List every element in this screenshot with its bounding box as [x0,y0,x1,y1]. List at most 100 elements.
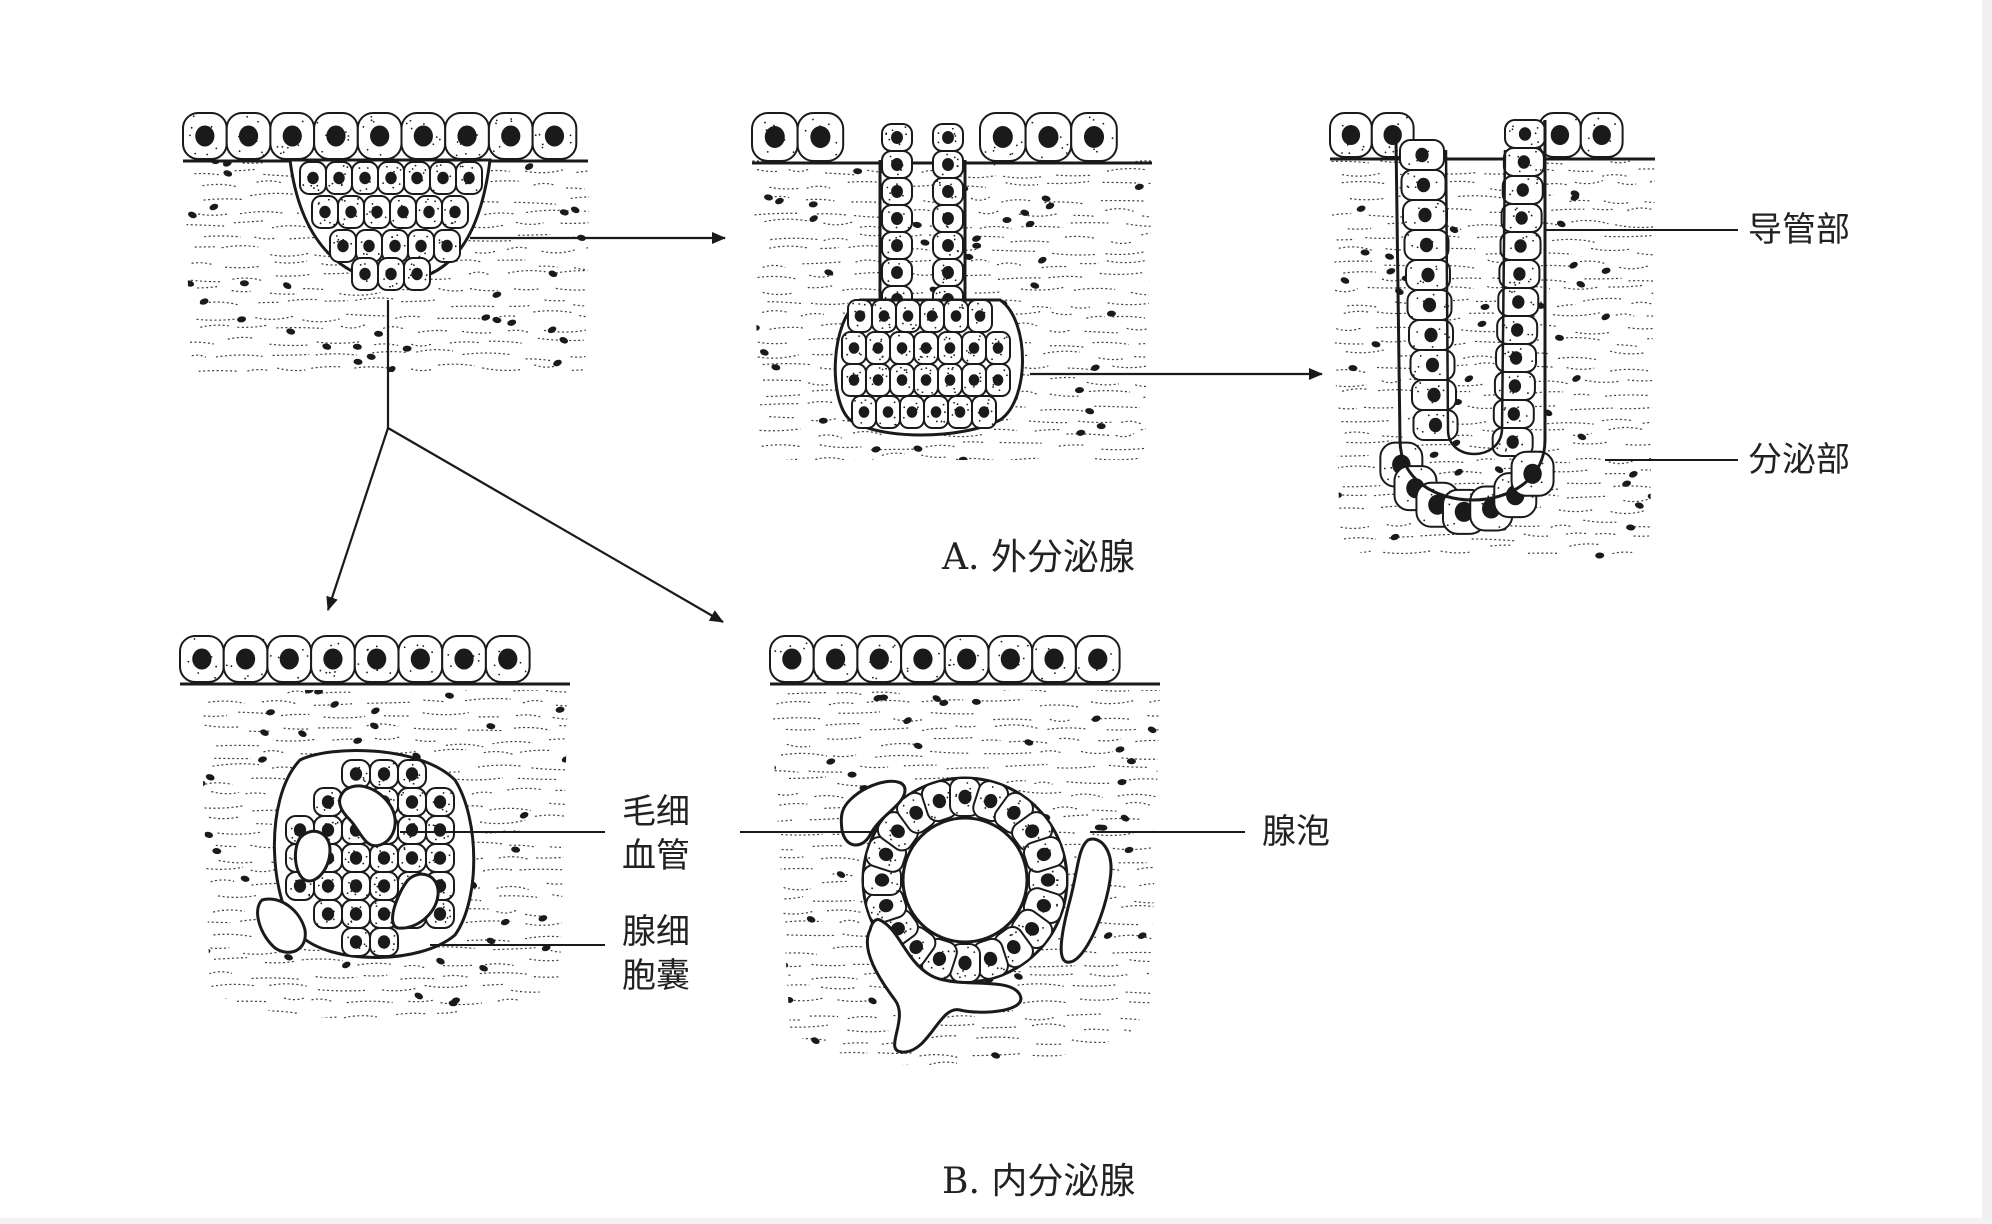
cell-nucleus [920,374,932,386]
cell-nucleus [377,879,391,893]
cell-nucleus [433,907,447,921]
cytoplasm-dot [919,348,922,350]
cell-nucleus [878,310,890,322]
fiber [1332,207,1653,218]
fiber [754,208,1152,218]
cytoplasm-dot [1535,234,1538,237]
cytoplasm-dot [945,336,948,339]
cell-nucleus [957,648,977,670]
cytoplasm-dot [860,353,862,356]
cytoplasm-dot [230,665,233,667]
arrow-to-cluster [326,427,390,611]
cell-nucleus [848,342,860,354]
cytoplasm-dot [984,807,987,809]
cytoplasm-dot [383,278,385,281]
cytoplasm-dot [805,642,808,645]
cell-nucleus [1415,147,1429,163]
cytoplasm-dot [450,665,452,668]
cytoplasm-dot [1408,163,1411,166]
cytoplasm-dot [1054,672,1056,675]
cytoplasm-dot [297,144,300,147]
cytoplasm-dot [927,960,930,963]
cell-nucleus [968,342,980,354]
cytoplasm-dot [335,235,338,237]
cytoplasm-dot [384,216,387,219]
cytoplasm-dot [1511,291,1513,294]
cell-nucleus [349,767,363,781]
cytoplasm-dot [407,276,410,279]
fibroblast-nucleus [237,316,247,323]
cytoplasm-dot [1015,144,1018,147]
cytoplasm-dot [890,838,892,841]
cytoplasm-dot [397,199,400,202]
cytoplasm-dot [907,261,910,264]
cell-nucleus [1516,183,1529,197]
fibroblast-nucleus [199,298,209,305]
fibroblast-nucleus [258,756,267,763]
fibroblast-nucleus [1002,217,1012,224]
cytoplasm-dot [1518,170,1521,173]
cytoplasm-dot [906,812,909,814]
cytoplasm-dot [952,366,954,369]
cytoplasm-dot [835,153,838,156]
cytoplasm-dot [1432,293,1435,296]
follicle-cell-group [920,780,958,823]
cytoplasm-dot [889,834,892,837]
cytoplasm-dot [410,263,413,266]
cytoplasm-dot [395,282,398,285]
cell-nucleus [279,648,299,670]
cytoplasm-dot [927,803,930,806]
fiber [205,690,568,695]
label-duct: 导管部 [1748,210,1850,250]
cytoplasm-dot [461,165,464,168]
fiber [786,736,1160,748]
cytoplasm-dot [214,676,216,679]
cell-nucleus [983,951,998,967]
cytoplasm-dot [951,127,954,130]
fibroblast-nucleus [1601,267,1611,274]
cytoplasm-dot [424,278,427,281]
cytoplasm-dot [901,194,904,197]
cell-nucleus [1508,379,1522,393]
cytoplasm-dot [393,934,396,937]
fibroblast-nucleus [555,706,565,713]
cytoplasm-dot [876,913,879,916]
cytoplasm-dot [951,196,954,199]
cytoplasm-dot [1035,648,1038,651]
cell-nucleus [858,406,870,418]
cytoplasm-dot [934,816,936,819]
cytoplasm-dot [1019,800,1021,802]
cytoplasm-dot [435,136,438,139]
follicle-cell-ring [861,776,1069,984]
cytoplasm-dot [365,894,368,897]
cytoplasm-dot [524,670,527,673]
cytoplasm-dot [1410,267,1413,269]
fibroblast-nucleus [811,1037,820,1044]
cytoplasm-dot [1009,153,1012,156]
cytoplasm-dot [1407,234,1410,236]
cytoplasm-dot [1438,328,1441,331]
cytoplasm-dot [1511,189,1514,192]
cytoplasm-dot [317,203,320,205]
cytoplasm-dot [430,851,433,854]
cytoplasm-dot [869,339,872,341]
fibroblast-nucleus [448,1000,458,1007]
cytoplasm-dot [888,864,891,866]
cytoplasm-dot [375,645,378,648]
fiber [204,723,568,733]
fibroblast-nucleus [1053,1073,1063,1082]
u-shaped-gland-cells [1379,119,1555,535]
cytoplasm-dot [1513,281,1516,284]
fibroblast-nucleus [559,337,569,344]
cytoplasm-dot [880,340,882,343]
cytoplasm-dot [541,146,544,149]
epithelial-bud-cells [288,158,492,291]
cytoplasm-dot [418,865,421,868]
cell-nucleus [433,795,447,809]
cytoplasm-dot [403,778,406,781]
cytoplasm-dot [495,119,498,122]
cell-nucleus [1506,435,1519,449]
cell-nucleus [810,126,831,148]
cytoplasm-dot [1032,884,1035,886]
cytoplasm-dot [449,915,452,918]
